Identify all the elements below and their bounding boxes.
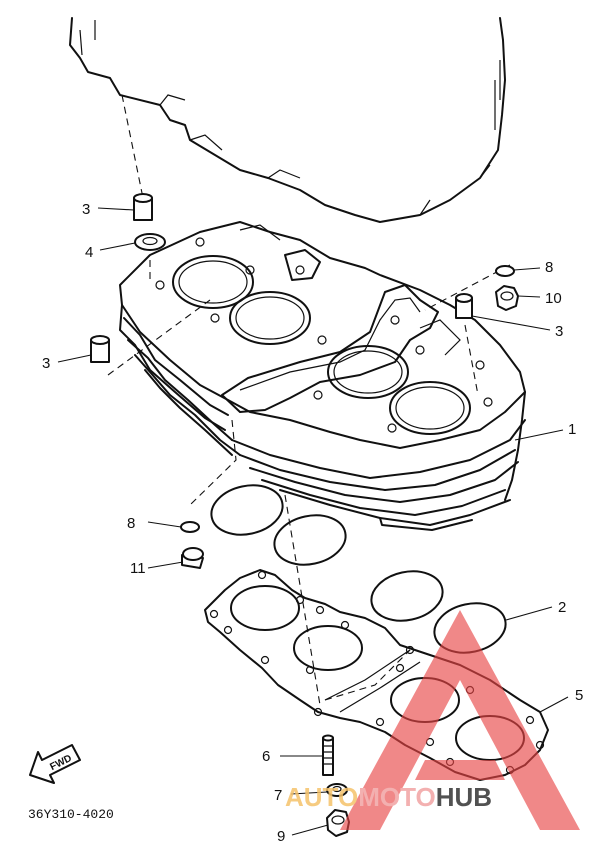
callout-8: 8 — [545, 259, 553, 276]
callout-8: 8 — [127, 515, 135, 532]
callout-5: 5 — [575, 687, 583, 704]
watermark: AUTOMOTOHUB — [285, 610, 580, 830]
dowel-pin-icon — [455, 293, 473, 319]
watermark-triangle-icon — [340, 610, 580, 830]
callout-labels: 3 4 3 8 10 3 1 8 11 2 5 6 7 9 — [42, 201, 583, 845]
washer-icon — [134, 233, 166, 251]
callout-11: 11 — [130, 560, 146, 577]
dowel-pin-icon — [90, 335, 110, 363]
seal-icon — [495, 265, 515, 277]
stud-bolt-icon — [322, 734, 334, 776]
leader-lines — [57, 207, 569, 836]
callout-3: 3 — [82, 201, 90, 218]
callout-10: 10 — [545, 290, 562, 307]
seal-icon — [180, 521, 200, 533]
forward-arrow-icon: FWD — [29, 744, 81, 784]
watermark-moto: MOTO — [358, 782, 436, 812]
dowel-pin-icon — [133, 193, 153, 221]
cap-nut-icon — [495, 285, 519, 311]
callout-2: 2 — [558, 599, 566, 616]
callout-1: 1 — [568, 421, 576, 438]
part-code: 36Y310-4020 — [28, 807, 114, 822]
callout-3: 3 — [555, 323, 563, 340]
callout-4: 4 — [85, 244, 93, 261]
alignment-lines — [107, 94, 511, 706]
watermark-hub: HUB — [436, 782, 492, 812]
plug-icon — [181, 547, 204, 569]
callout-9: 9 — [277, 828, 285, 845]
callout-6: 6 — [262, 748, 270, 765]
crankcase-outline — [69, 17, 506, 223]
cylinder-block — [119, 221, 526, 531]
washer-icon — [326, 783, 348, 797]
svg-text:AUTOMOTOHUB: AUTOMOTOHUB — [285, 782, 492, 812]
callout-3: 3 — [42, 355, 50, 372]
callout-7: 7 — [274, 787, 282, 804]
watermark-auto: AUTO — [285, 782, 358, 812]
